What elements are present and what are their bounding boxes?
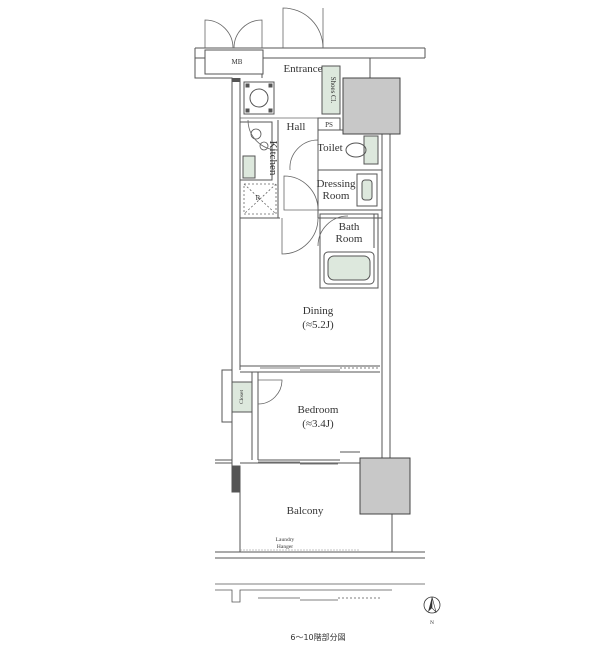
laundry-label-1: Laundry — [276, 537, 295, 543]
closet — [231, 381, 253, 413]
dressing-label-1: Dressing — [316, 178, 356, 190]
shoes-closet-label: Shoes Cl. — [329, 77, 337, 104]
toilet-label: Toilet — [317, 142, 343, 154]
balcony-window — [258, 461, 338, 465]
toilet-fixture — [345, 135, 379, 165]
floor-caption: 6～10階部分図 — [290, 632, 345, 642]
column-bottom — [359, 457, 411, 515]
shoes-closet — [321, 65, 341, 115]
ps-label: PS — [325, 121, 333, 129]
laundry-label-2: Hanger — [277, 544, 293, 550]
dressing-label-2: Room — [323, 190, 350, 202]
pipe-space — [317, 117, 341, 131]
bath-label-1: Bath — [339, 221, 360, 233]
interior-doors — [247, 119, 349, 405]
sliding-partition — [260, 367, 378, 371]
kitchen-label: Kitchen — [267, 141, 279, 176]
bath-room — [319, 213, 379, 289]
column-top — [342, 77, 401, 135]
bedroom-label: Bedroom — [298, 404, 339, 416]
entry-doors — [204, 7, 324, 49]
wash-basin-bowl — [361, 179, 373, 201]
entrance-label: Entrance — [283, 63, 322, 75]
dining-area: (≈5.2J) — [302, 319, 334, 331]
dining-label: Dining — [303, 305, 334, 317]
balcony-label: Balcony — [287, 505, 324, 517]
washing-machine — [243, 81, 275, 115]
bathtub-inner — [327, 255, 371, 281]
fridge-label: R — [256, 194, 261, 202]
kitchen-sink — [242, 155, 256, 179]
bedroom-area: (≈3.4J) — [302, 418, 334, 430]
bath-label-2: Room — [336, 233, 363, 245]
meter-box — [204, 49, 264, 75]
north-arrow-icon — [423, 596, 441, 614]
mb-label: MB — [232, 58, 243, 66]
partial-plan — [215, 583, 425, 603]
closet-label: Closet — [239, 390, 245, 405]
north-label: N — [430, 620, 434, 626]
refrigerator — [243, 183, 277, 215]
hall-label: Hall — [287, 121, 306, 133]
